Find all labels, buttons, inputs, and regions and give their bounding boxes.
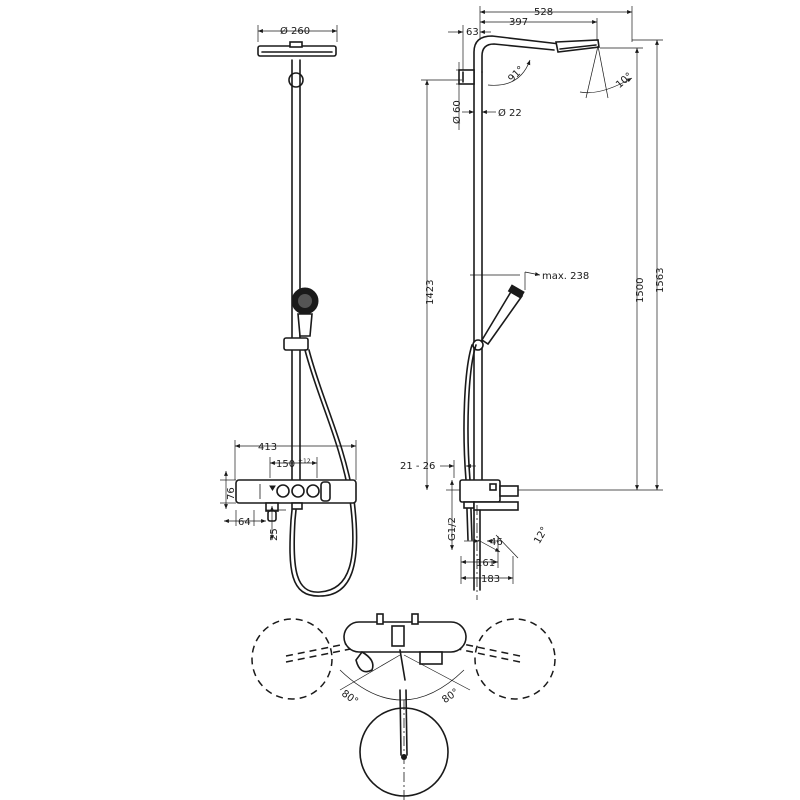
handshower-height-label: max. 238 — [542, 271, 589, 282]
spout-c-label: 183 — [481, 574, 500, 585]
hose-front — [293, 349, 354, 593]
swing-right-label: 80° — [440, 687, 461, 706]
spout-top — [399, 649, 406, 681]
front-view: Ø 260 413 150 ±12 — [220, 25, 358, 597]
swing-position-right — [474, 618, 556, 700]
spout-offset-label: 64 — [238, 517, 251, 528]
center-tolerance-label: ±12 — [298, 458, 311, 465]
head-tilt-arc — [579, 77, 633, 94]
swing-arc — [339, 669, 465, 701]
inlet-thread-label: G1/2 — [447, 517, 458, 541]
spout-side — [473, 501, 519, 511]
hose-side — [463, 344, 473, 541]
thermostat-body-top — [343, 621, 467, 653]
spout-a-label: 46 — [490, 537, 503, 548]
arm-angle-label: 91° — [506, 64, 526, 84]
bracket-diameter-label: Ø 60 — [451, 100, 463, 124]
control-knob-1 — [276, 484, 290, 498]
head-diameter-label: Ø 260 — [280, 25, 310, 37]
swing-left-label: 80° — [339, 688, 360, 707]
spout-drop-label: 25 — [269, 528, 280, 541]
top-view: 80° 80° — [251, 613, 556, 800]
arm-angle-arc — [487, 59, 531, 86]
arm-to-head-label: 397 — [509, 17, 528, 28]
temperature-dial — [320, 481, 331, 502]
width-total-label: 413 — [258, 442, 277, 453]
slider-front — [283, 337, 309, 351]
wall-bracket-top — [458, 69, 475, 85]
control-knob-2 — [291, 484, 305, 498]
body-height-label: 76 — [226, 487, 237, 500]
height-total-label: 1563 — [655, 268, 666, 293]
side-view: 528 397 63 91° 10° Ø 60 — [400, 6, 666, 600]
shower-arm-side — [473, 35, 561, 73]
wall-adjust-label: 21 - 26 — [400, 461, 435, 472]
height-head-label: 1500 — [635, 278, 646, 303]
spout-b-label: 161 — [476, 558, 495, 569]
spout-angle-label: 12° — [532, 525, 550, 546]
height-rail-label: 1423 — [425, 280, 436, 305]
arm-total-label: 528 — [534, 7, 553, 18]
center-distance-label: 150 — [276, 459, 295, 470]
hand-shower-side — [480, 288, 524, 346]
head-tilt-label: 10° — [614, 71, 635, 91]
swing-position-left — [251, 618, 333, 700]
control-knob-3 — [306, 484, 320, 498]
wall-offset-label: 63 — [466, 27, 479, 38]
rail-diameter-label: Ø 22 — [498, 107, 522, 119]
spout-angle-dim — [495, 534, 519, 559]
rail-connector-front — [288, 72, 304, 88]
